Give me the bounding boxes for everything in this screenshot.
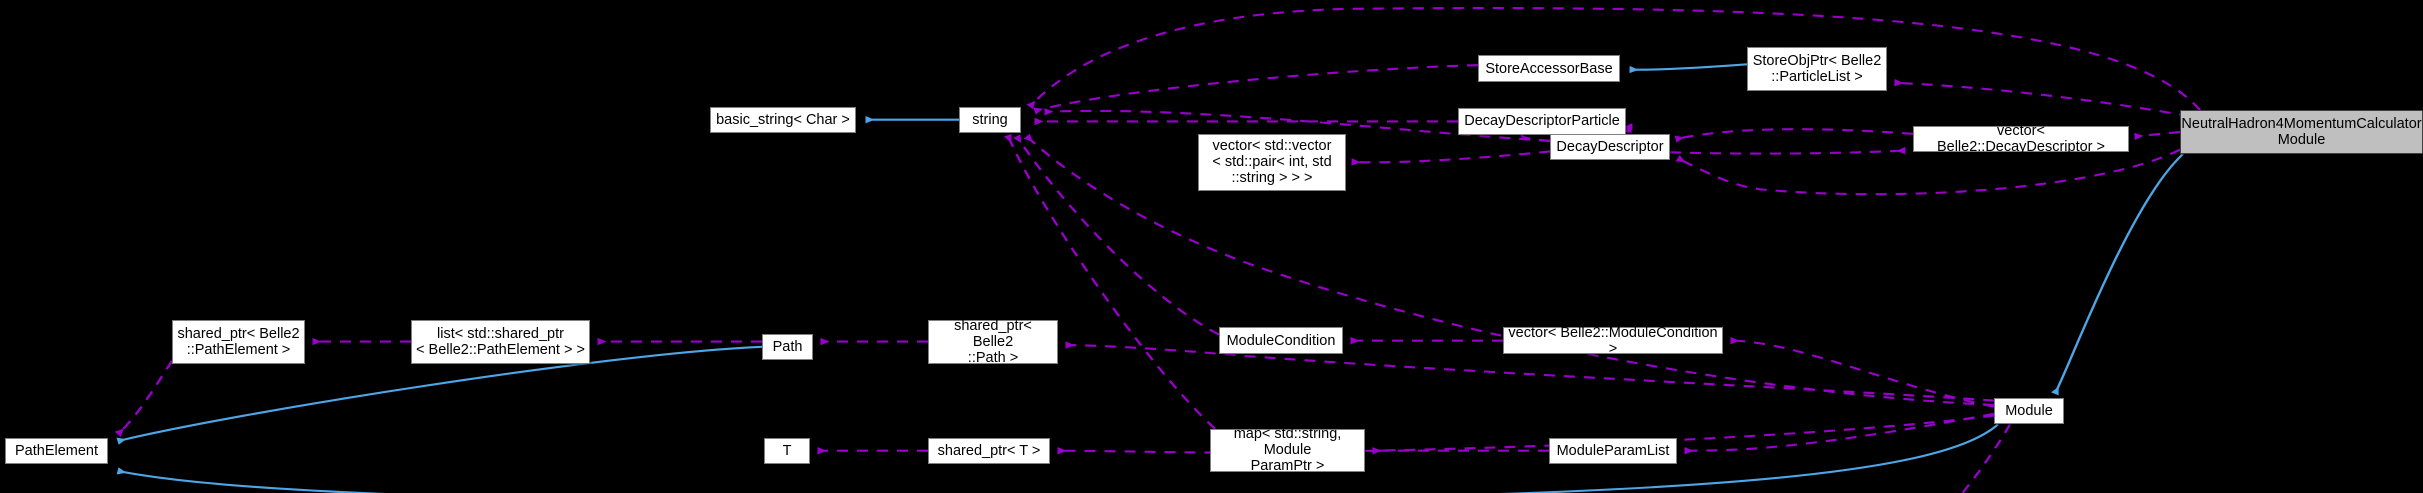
node-vector-module-condition[interactable]: vector< Belle2::ModuleCondition >	[1503, 325, 1723, 357]
node-vector-decay-descriptor[interactable]: vector< Belle2::DecayDescriptor >	[1913, 123, 2129, 155]
edge-mapstring-to-string	[1003, 133, 1216, 430]
node-neutral-hadron-4momentum-calculator-module[interactable]: NeutralHadron4MomentumCalculator Module	[2180, 110, 2423, 155]
node-module-condition[interactable]: ModuleCondition	[1219, 327, 1343, 354]
node-module[interactable]: Module	[1994, 397, 2064, 425]
edge-module-to-logconfig	[1960, 423, 2012, 493]
node-list-shared-ptr-path-element[interactable]: list< std::shared_ptr < Belle2::PathElem…	[411, 320, 590, 364]
edge-path-to-pathelement	[116, 345, 763, 445]
node-basic-string[interactable]: basic_string< Char >	[710, 106, 856, 133]
edge-neutralhadron-to-decaydescriptor	[1675, 148, 2181, 196]
usage-edges	[114, 7, 2201, 493]
node-path-element[interactable]: PathElement	[5, 437, 108, 464]
edge-module-to-pathelement	[116, 423, 1999, 493]
edge-sharedptrpe-to-pathelement	[114, 360, 174, 437]
node-map-string-module-param-ptr[interactable]: map< std::string, Module ParamPtr >	[1210, 426, 1365, 474]
node-shared-ptr-path-element[interactable]: shared_ptr< Belle2 ::PathElement >	[172, 320, 305, 364]
node-vector-vector-pair-int-string[interactable]: vector< std::vector < std::pair< int, st…	[1198, 133, 1346, 192]
edge-neutralhadron-to-module	[2050, 153, 2184, 396]
edge-modulecondition-to-string	[1013, 134, 1220, 336]
edge-vecdecaydesc-to-decaydescriptor	[1674, 128, 1914, 143]
node-decay-descriptor-particle[interactable]: DecayDescriptorParticle	[1458, 108, 1626, 135]
edge-decaydescriptor-to-vecvecpair	[1351, 150, 1551, 166]
node-path[interactable]: Path	[762, 333, 813, 361]
node-store-obj-ptr-particle-list[interactable]: StoreObjPtr< Belle2 ::ParticleList >	[1747, 46, 1887, 91]
edge-neutralhadron-to-string	[1026, 7, 2201, 111]
edge-storeaccessorbase-to-string	[1033, 64, 1479, 115]
edge-decaydescriptor-to-vecdecaydesc	[1669, 146, 1906, 155]
edge-module-to-moduleparamlist	[1684, 412, 1995, 455]
node-t[interactable]: T	[764, 437, 810, 464]
node-decay-descriptor[interactable]: DecayDescriptor	[1550, 133, 1670, 161]
inheritance-edges	[116, 63, 2184, 493]
edge-module-to-vecmodulecond	[1730, 337, 1995, 408]
node-store-accessor-base[interactable]: StoreAccessorBase	[1478, 55, 1620, 82]
edge-module-to-string	[1023, 133, 1995, 407]
node-shared-ptr-path[interactable]: shared_ptr< Belle2 ::Path >	[928, 318, 1058, 366]
edge-neutralhadron-to-storeobjptr	[1894, 79, 2191, 118]
node-string[interactable]: string	[959, 106, 1021, 133]
edge-decaydescriptor-to-string	[1044, 108, 1551, 142]
node-shared-ptr-t[interactable]: shared_ptr< T >	[928, 437, 1050, 464]
edge-storeobjptr-to-storeaccessorbase	[1629, 63, 1748, 74]
edge-module-to-sharedptrt	[1057, 414, 1995, 455]
node-module-param-list[interactable]: ModuleParamList	[1549, 437, 1677, 464]
edge-neutralhadron-to-vecdecaydesc	[2134, 131, 2181, 141]
